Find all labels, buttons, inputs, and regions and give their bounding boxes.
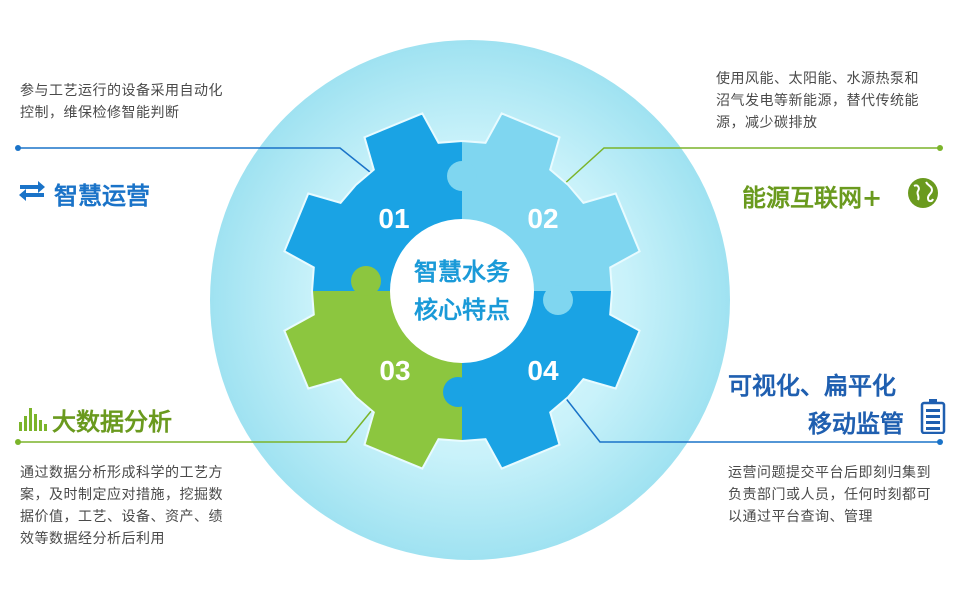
desc-line: 参与工艺运行的设备采用自动化 [20,83,223,99]
desc-line: 沼气发电等新能源，替代传统能 [716,93,919,109]
desc-line: 运营问题提交平台后即刻归集到 [728,465,931,481]
desc-bottom-left: 通过数据分析形成科学的工艺方 案，及时制定应对措施，挖掘数 据价值，工艺、设备、… [20,462,260,550]
battery-icon [920,398,946,438]
center-text-line1: 智慧水务 [414,258,511,286]
gear-outline [283,112,641,470]
desc-line: 使用风能、太阳能、水源热泵和 [716,71,919,87]
puzzle-knob-right [543,285,573,315]
connector-dot-bottom-left [15,439,21,445]
desc-line: 负责部门或人员，任何时刻都可 [728,487,931,503]
title-bottom-right-line1: 可视化、扁平化 [728,372,896,400]
piece-number-04: 04 [527,355,559,386]
center-circle [390,219,534,363]
connector-line-bottom-left [18,409,373,443]
title-bottom-right-line2: 移动监管 [808,410,904,438]
puzzle-knob-bottom [443,377,473,407]
connector-dot-top-right [937,145,943,151]
puzzle-knob-left [351,266,381,296]
desc-top-left: 参与工艺运行的设备采用自动化 控制，维保检修智能判断 [20,80,260,124]
connector-line-top-right [561,147,940,187]
connector-line-bottom-right [563,395,940,443]
title-top-left: 智慧运营 [54,182,150,210]
desc-line: 通过数据分析形成科学的工艺方 [20,465,223,481]
desc-line: 以通过平台查询、管理 [728,509,873,525]
connector-dot-top-left [15,145,21,151]
globe-icon [906,176,940,214]
bar-chart-icon [18,404,50,436]
desc-line: 源，减少碳排放 [716,115,818,131]
piece-number-01: 01 [378,203,409,234]
desc-bottom-right: 运营问题提交平台后即刻归集到 负责部门或人员，任何时刻都可 以通过平台查询、管理 [728,462,962,528]
puzzle-knob-top [447,161,477,191]
desc-line: 效等数据经分析后利用 [20,531,165,547]
desc-top-right: 使用风能、太阳能、水源热泵和 沼气发电等新能源，替代传统能 源，减少碳排放 [716,68,956,134]
connector-line-top-left [18,147,381,181]
piece-number-03: 03 [379,355,410,386]
desc-line: 控制，维保检修智能判断 [20,105,180,121]
connector-dot-bottom-right [937,439,943,445]
desc-line: 据价值，工艺、设备、资产、绩 [20,509,223,525]
swap-arrows-icon [18,180,46,206]
title-bottom-left: 大数据分析 [52,408,172,436]
piece-number-02: 02 [527,203,558,234]
desc-line: 案，及时制定应对措施，挖掘数 [20,487,223,503]
title-top-right: 能源互联网+ [742,184,883,212]
center-text-line2: 核心特点 [414,296,510,324]
